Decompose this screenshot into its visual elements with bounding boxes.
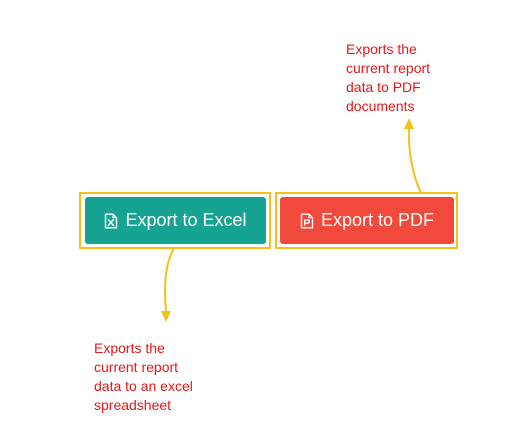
export-to-excel-button[interactable]: Export to Excel [85, 197, 266, 244]
pdf-callout-arrowhead [404, 118, 414, 129]
excel-callout-arrowhead [161, 311, 171, 322]
annotation-line: Exports the [94, 340, 165, 356]
annotation-line: data to an excel [94, 378, 193, 394]
pdf-export-annotation: Exports the current report data to PDF d… [346, 40, 430, 116]
excel-export-annotation: Exports the current report data to an ex… [94, 339, 193, 415]
annotation-line: current report [94, 359, 179, 375]
annotation-line: data to PDF [346, 79, 421, 95]
export-to-excel-label: Export to Excel [125, 210, 247, 230]
pdf-callout-arrow-line [407, 127, 422, 194]
export-to-pdf-label: Export to PDF [320, 210, 435, 230]
excel-callout-arrow-line [163, 247, 175, 312]
annotation-line: Exports the [346, 41, 417, 57]
pdf-file-icon [300, 213, 314, 229]
export-to-pdf-button[interactable]: Export to PDF [280, 197, 454, 244]
pdf-button-highlight [275, 192, 458, 249]
annotation-line: spreadsheet [94, 397, 172, 413]
annotation-line: documents [346, 98, 415, 114]
excel-button-highlight [79, 192, 271, 249]
annotation-line: current report [346, 60, 431, 76]
excel-file-icon [104, 213, 118, 229]
